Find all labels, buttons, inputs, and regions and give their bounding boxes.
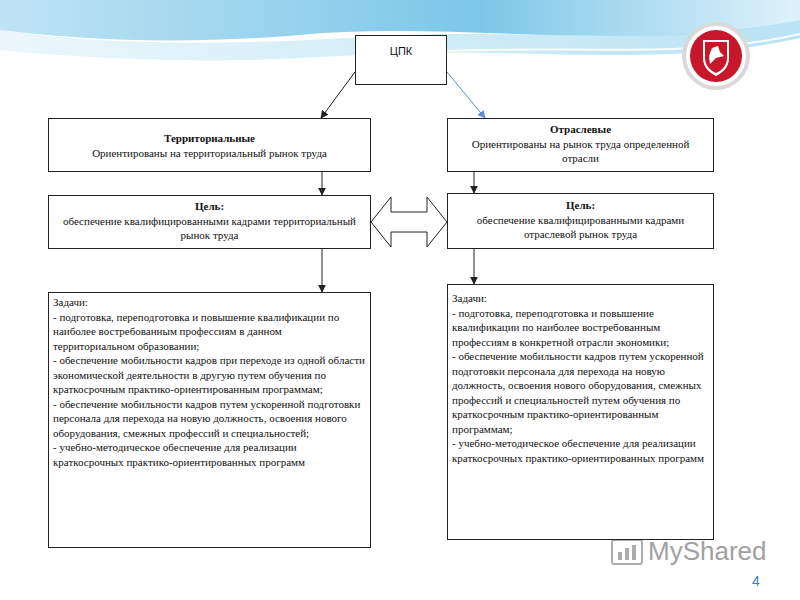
tasks-box: Задачи:- подготовка, переподготовка и по… [48,292,371,548]
box-text: - обеспечение мобильности кадров при пер… [53,353,366,397]
category-box: ОтраслевыеОриентированы на рынок труда о… [447,118,714,172]
box-heading: ЦПК [360,44,442,59]
watermark: MyShared [648,536,767,567]
box-heading: Отраслевые [454,122,707,137]
box-text: Ориентированы на рынок труда определенно… [454,137,707,166]
box-heading: Территориальные [55,131,364,146]
arrow-connector [474,172,475,193]
box-text: Ориентированы на территориальный рынок т… [55,146,364,161]
moscow-emblem [682,22,750,90]
goal-box: Цель:обеспечение квалифицированными кадр… [447,193,714,249]
page-number: 4 [752,573,760,589]
box-text: обеспечение квалифицированными кадрами т… [55,214,364,243]
center-box: ЦПК [355,35,447,85]
arrow-connector [322,172,323,195]
box-text: - подготовка, переподготовка и повышение… [53,310,366,354]
box-text: обеспечение квалифицированными кадрами о… [452,213,709,242]
tasks-box: Задачи:- подготовка, переподготовка и по… [447,284,714,540]
box-heading: Задачи: [452,291,709,306]
goal-box: Цель:обеспечение квалифицированными кадр… [48,195,371,249]
arrow-connector [447,72,485,118]
box-heading: Цель: [55,199,364,214]
box-text: - обеспечение мобильности кадров путем у… [53,397,366,441]
arrow-connector [474,249,475,284]
box-heading: Цель: [452,198,709,213]
arrow-connector [321,72,355,118]
box-heading: Задачи: [53,295,366,310]
box-text: - учебно-методическое обеспечение для ре… [53,440,366,469]
block-double-arrow [371,197,447,247]
box-text: - подготовка, переподготовка и повышение… [452,306,709,350]
box-text: - обеспечение мобильности кадров путем у… [452,349,709,436]
arrow-connector [322,249,323,292]
category-box: ТерриториальныеОриентированы на территор… [48,118,371,172]
watermark-icon [612,540,642,564]
box-text: - учебно-методическое обеспечение для ре… [452,436,709,465]
